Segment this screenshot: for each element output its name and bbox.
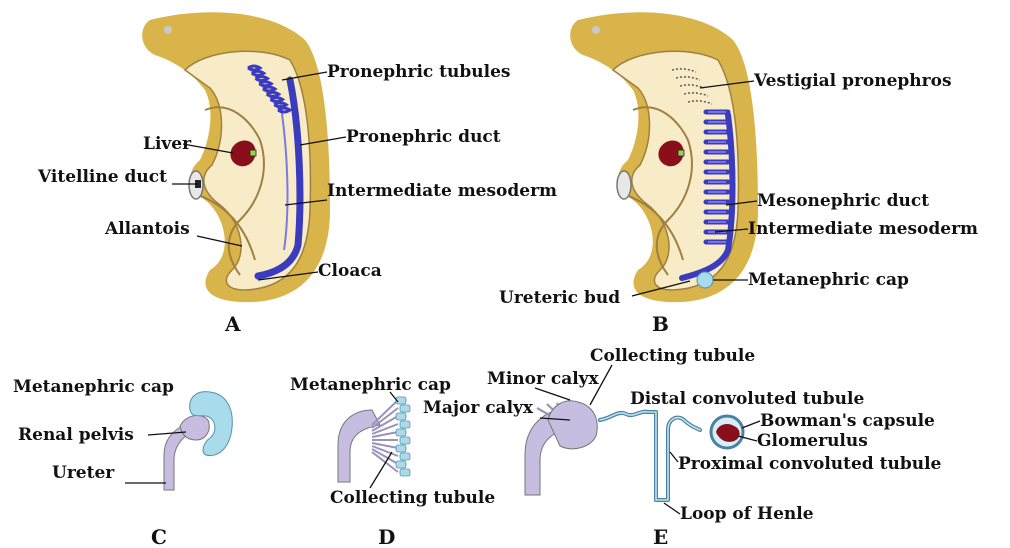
label-mesonephric-duct: Mesonephric duct bbox=[757, 191, 929, 211]
metanephric-cap-cluster bbox=[400, 453, 410, 460]
panel-a: Pronephric tubules Pronephric duct Liver… bbox=[37, 12, 557, 336]
metanephric-cap-b bbox=[697, 272, 713, 288]
label-metanephric-cap-c: Metanephric cap bbox=[13, 377, 174, 397]
embryo-b-eye bbox=[592, 26, 600, 34]
metanephric-cap-cluster bbox=[400, 437, 410, 444]
panel-letter-a: A bbox=[224, 312, 241, 336]
panel-e: Collecting tubule Minor calyx Major caly… bbox=[423, 346, 942, 548]
panel-letter-e: E bbox=[653, 525, 668, 548]
label-intermediate-mesoderm-b: Intermediate mesoderm bbox=[748, 219, 978, 239]
metanephric-cap-cluster bbox=[400, 421, 410, 428]
label-collecting-tubule-d: Collecting tubule bbox=[330, 488, 495, 508]
embryo-b-liver-bud bbox=[678, 150, 684, 156]
collecting-branches-d bbox=[372, 400, 398, 472]
label-allantois: Allantois bbox=[104, 219, 190, 239]
embryo-a-liver-bud bbox=[250, 150, 256, 156]
label-glomerulus: Glomerulus bbox=[757, 431, 868, 451]
label-loop-of-henle: Loop of Henle bbox=[680, 504, 814, 524]
label-pronephric-tubules: Pronephric tubules bbox=[327, 62, 511, 82]
renal-pelvis-e bbox=[548, 401, 597, 449]
label-major-calyx: Major calyx bbox=[423, 398, 534, 418]
label-metanephric-cap-b: Metanephric cap bbox=[748, 270, 909, 290]
embryo-a-eye bbox=[164, 26, 172, 34]
label-ureteric-bud: Ureteric bud bbox=[499, 288, 620, 308]
metanephric-cap-cluster bbox=[396, 413, 406, 420]
label-distal-convoluted-tubule: Distal convoluted tubule bbox=[630, 389, 864, 409]
label-metanephric-cap-d: Metanephric cap bbox=[290, 375, 451, 395]
embryo-b-vitelline-stalk bbox=[617, 171, 631, 199]
label-cloaca: Cloaca bbox=[318, 261, 382, 281]
label-renal-pelvis: Renal pelvis bbox=[18, 425, 134, 445]
panel-letter-d: D bbox=[378, 525, 395, 548]
panel-c: Metanephric cap Renal pelvis Ureter C bbox=[13, 377, 232, 548]
metanephric-cap-cluster bbox=[396, 429, 406, 436]
label-bowmans-capsule: Bowman's capsule bbox=[760, 411, 935, 431]
panel-letter-c: C bbox=[151, 525, 167, 548]
panel-letter-b: B bbox=[652, 312, 669, 336]
metanephric-cap-cluster bbox=[396, 461, 406, 468]
collecting-tubule-branch bbox=[372, 400, 398, 425]
metanephric-cap-cluster bbox=[396, 445, 406, 452]
label-pronephric-duct: Pronephric duct bbox=[346, 127, 501, 147]
metanephric-cap-cluster bbox=[400, 469, 410, 476]
label-proximal-convoluted-tubule: Proximal convoluted tubule bbox=[678, 454, 942, 474]
label-vitelline-duct: Vitelline duct bbox=[37, 167, 167, 187]
label-vestigial-pronephros: Vestigial pronephros bbox=[753, 71, 952, 91]
label-intermediate-mesoderm-a: Intermediate mesoderm bbox=[327, 181, 557, 201]
label-ureter: Ureter bbox=[52, 463, 115, 483]
label-minor-calyx: Minor calyx bbox=[487, 369, 600, 389]
label-collecting-tubule-e: Collecting tubule bbox=[590, 346, 755, 366]
metanephric-cap-cluster bbox=[400, 405, 410, 412]
panel-b: Vestigial pronephros Mesonephric duct In… bbox=[499, 12, 978, 336]
